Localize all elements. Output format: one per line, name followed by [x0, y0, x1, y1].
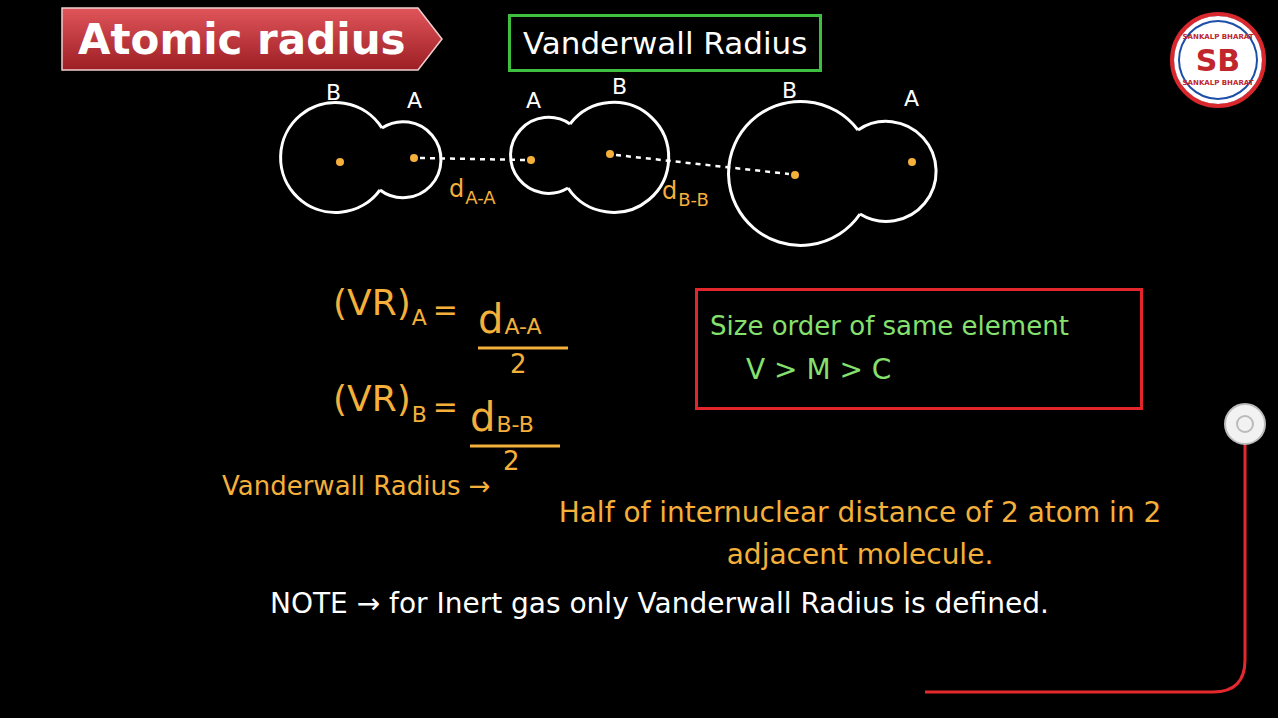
formula-subscript: B-B [496, 412, 533, 437]
formula-symbol: d [470, 394, 495, 440]
formula-equals: = [433, 293, 458, 328]
molecule-outlines [281, 101, 936, 245]
atom-label: B [326, 80, 341, 105]
node-text: SB [1196, 44, 1240, 77]
atom-label: A [904, 86, 919, 111]
size-order-box: Size order of same element V > M > C [695, 288, 1143, 410]
atom-label: B [782, 78, 797, 103]
node-text: Vanderwall Radius [523, 25, 807, 61]
distance-subscript: B-B [678, 190, 709, 211]
note-text: NOTE → for Inert gas only Vanderwall Rad… [270, 588, 1049, 620]
formula-subscript: A-A [504, 314, 541, 339]
node-text: Size order of same element [710, 311, 1128, 341]
distance-subscript: A-A [465, 188, 495, 209]
formula-symbol: d [478, 296, 503, 342]
formula-term: (VR) [333, 282, 411, 323]
heading-box: Vanderwall Radius [508, 14, 822, 72]
node-text: SANKALP BHARAT [1183, 34, 1254, 41]
distance-symbol: d [449, 176, 464, 204]
atom-label: B [612, 74, 627, 99]
cable-plug [1225, 404, 1265, 444]
formula-denominator: 2 [510, 350, 527, 380]
cable-plug-ring [1237, 416, 1253, 432]
formula-subscript: B [412, 402, 427, 427]
formula-denominator: 2 [503, 447, 520, 477]
fraction-bars [470, 348, 568, 446]
internuclear-lines [420, 155, 789, 174]
formula-equals: = [433, 390, 458, 425]
definition-text: Half of internuclear distance of 2 atom … [520, 492, 1200, 576]
title-banner: Atomic radius [62, 8, 446, 70]
node-text: V > M > C [746, 353, 1128, 386]
formula-subscript: A [412, 305, 427, 330]
node-text: Atomic radius [78, 15, 406, 64]
formula-term: (VR) [333, 378, 411, 419]
definition-term: Vanderwall Radius → [222, 472, 491, 502]
distance-symbol: d [662, 178, 677, 206]
atom-label: A [407, 88, 422, 113]
atom-label: A [526, 88, 541, 113]
node-text: SANKALP BHARAT [1183, 80, 1254, 87]
logo-circle: SANKALP BHARAT SB SANKALP BHARAT [1170, 12, 1266, 108]
nucleus-dots [336, 150, 916, 179]
title-banner-shape [62, 8, 442, 70]
